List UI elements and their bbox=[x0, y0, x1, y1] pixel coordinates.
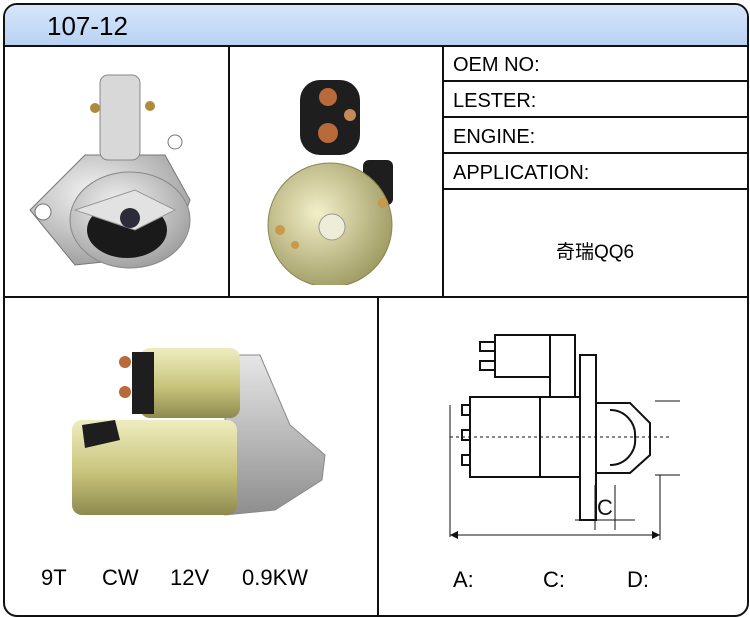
row-divider bbox=[5, 296, 747, 298]
dimension-a-label: A: bbox=[453, 567, 474, 592]
rotation-spec: CW bbox=[102, 565, 139, 590]
info-line-2 bbox=[444, 116, 747, 118]
lester-label: LESTER: bbox=[453, 90, 537, 112]
col-divider-1 bbox=[228, 45, 230, 296]
col-divider-2 bbox=[442, 45, 444, 296]
info-line-4 bbox=[444, 188, 747, 190]
engine-label: ENGINE: bbox=[453, 126, 536, 148]
application-label: APPLICATION: bbox=[453, 162, 590, 184]
starter-side-photo bbox=[72, 348, 326, 516]
dimension-d-label: D: bbox=[627, 567, 649, 592]
application-value: 奇瑞QQ6 bbox=[556, 242, 635, 263]
drawing-label-c: C bbox=[597, 495, 613, 520]
teeth-spec: 9T bbox=[41, 565, 67, 590]
col-divider-bottom bbox=[377, 298, 379, 615]
info-line-1 bbox=[444, 80, 747, 82]
header-bar: 107-12 bbox=[5, 5, 747, 47]
model-number: 107-12 bbox=[47, 11, 128, 41]
starter-front-photo bbox=[29, 74, 191, 269]
power-spec: 0.9KW bbox=[242, 565, 309, 590]
voltage-spec: 12V bbox=[170, 565, 210, 590]
dimension-drawing: A C bbox=[449, 334, 680, 540]
starter-rear-photo bbox=[267, 80, 393, 285]
dimension-c-label: C: bbox=[543, 567, 565, 592]
info-line-3 bbox=[444, 152, 747, 154]
product-card: 107-12 OEM NO: LESTER: ENGINE: APPLICATI… bbox=[3, 3, 749, 617]
oem-label: OEM NO: bbox=[453, 54, 540, 76]
